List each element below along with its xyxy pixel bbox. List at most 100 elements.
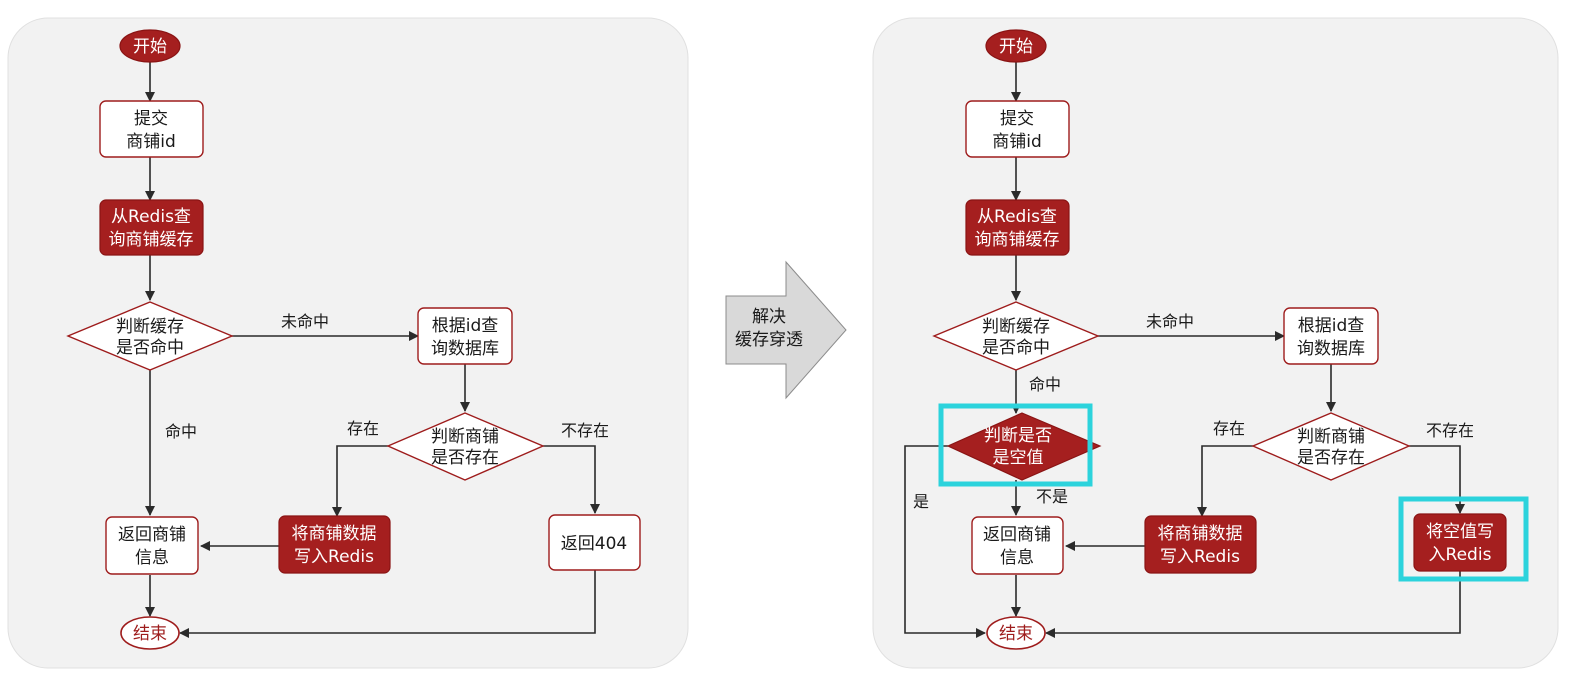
write-redis-line-2: 写入Redis bbox=[294, 547, 374, 567]
process-box-red bbox=[99, 199, 204, 256]
right-submit-node: 提交 商铺id bbox=[965, 100, 1070, 158]
decision-diamond bbox=[1251, 412, 1411, 481]
process-box-red bbox=[1413, 513, 1507, 572]
process-box-red bbox=[1144, 515, 1257, 574]
end-label: 结束 bbox=[999, 624, 1033, 644]
query-db-line-1: 根据id查 bbox=[1298, 316, 1365, 336]
start-terminal-shape bbox=[119, 29, 181, 63]
check-cache-line-1: 判断缓存 bbox=[116, 317, 184, 337]
return-404-label: 返回404 bbox=[561, 534, 627, 554]
process-box bbox=[99, 100, 204, 158]
start-label: 开始 bbox=[999, 37, 1033, 57]
left-start-node: 开始 bbox=[119, 29, 181, 63]
highlight-box-write-null bbox=[1398, 496, 1529, 582]
edge-label-exists: 存在 bbox=[347, 419, 379, 438]
submit-line-1: 提交 bbox=[1000, 109, 1034, 129]
left-end-node: 结束 bbox=[120, 616, 180, 650]
left-return-404-node: 返回404 bbox=[548, 514, 641, 571]
right-start-node: 开始 bbox=[985, 29, 1047, 63]
end-terminal-shape bbox=[120, 616, 180, 650]
process-box bbox=[548, 514, 641, 571]
query-redis-line-2: 询商铺缓存 bbox=[109, 230, 194, 250]
check-cache-line-2: 是否命中 bbox=[116, 338, 184, 358]
edge-checkshop-to-writenull bbox=[1409, 445, 1465, 514]
process-box-red bbox=[278, 515, 391, 574]
edge-label-miss: 未命中 bbox=[281, 312, 329, 331]
process-box-red bbox=[965, 199, 1070, 256]
right-check-shop-decision: 判断商铺 是否存在 bbox=[1251, 412, 1411, 481]
process-box bbox=[417, 307, 513, 365]
edge-404-to-end bbox=[179, 570, 596, 638]
check-cache-line-1: 判断缓存 bbox=[982, 317, 1050, 337]
left-check-cache-decision: 判断缓存 是否命中 bbox=[66, 301, 234, 371]
edge-writenull-to-end bbox=[1045, 571, 1461, 638]
end-terminal-shape bbox=[986, 616, 1046, 650]
query-db-line-1: 根据id查 bbox=[432, 316, 499, 336]
process-box bbox=[105, 516, 199, 575]
right-query-redis-node: 从Redis查 询商铺缓存 bbox=[965, 199, 1070, 256]
start-terminal-shape bbox=[985, 29, 1047, 63]
write-redis-line-1: 将商铺数据 bbox=[1158, 524, 1243, 544]
left-flowchart-panel: 开始 提交 商铺id 从Redis查 询商铺缓存 判断缓存 是否命中 根据id查… bbox=[7, 17, 689, 669]
right-end-node: 结束 bbox=[986, 616, 1046, 650]
query-redis-line-2: 询商铺缓存 bbox=[975, 230, 1060, 250]
right-panel-background bbox=[872, 17, 1559, 669]
left-return-info-node: 返回商铺 信息 bbox=[105, 516, 199, 575]
process-box bbox=[971, 516, 1064, 575]
edge-checkshop-to-write bbox=[1197, 445, 1253, 517]
start-label: 开始 bbox=[133, 37, 167, 57]
right-flowchart-panel: 开始 提交 商铺id 从Redis查 询商铺缓存 判断缓存 是否命中 根据id查… bbox=[872, 17, 1559, 669]
process-box bbox=[1283, 307, 1379, 365]
check-shop-line-2: 是否存在 bbox=[431, 448, 499, 468]
return-info-line-1: 返回商铺 bbox=[983, 525, 1051, 545]
edge-label-not-exists: 不存在 bbox=[561, 421, 609, 440]
decision-diamond-red bbox=[946, 412, 1102, 481]
edge-label-yes: 是 bbox=[913, 492, 929, 511]
edge-label-miss: 未命中 bbox=[1146, 312, 1194, 331]
edge-label-hit: 命中 bbox=[1029, 375, 1061, 394]
transition-arrow: 解决 缓存穿透 bbox=[725, 260, 847, 400]
query-db-line-2: 询数据库 bbox=[1297, 339, 1365, 359]
edge-checkshop-to-write bbox=[332, 445, 388, 517]
check-null-line-1: 判断是否 bbox=[984, 426, 1052, 446]
right-return-info-node: 返回商铺 信息 bbox=[971, 516, 1064, 575]
query-redis-line-1: 从Redis查 bbox=[977, 207, 1057, 227]
right-write-redis-node: 将商铺数据 写入Redis bbox=[1144, 515, 1257, 574]
return-info-line-1: 返回商铺 bbox=[118, 525, 186, 545]
right-arrow-shape bbox=[725, 260, 847, 400]
submit-line-1: 提交 bbox=[134, 109, 168, 129]
process-box bbox=[965, 100, 1070, 158]
arrow-text-line-2: 缓存穿透 bbox=[735, 330, 803, 350]
edge-label-hit: 命中 bbox=[165, 422, 197, 441]
return-info-line-2: 信息 bbox=[135, 548, 169, 568]
submit-line-2: 商铺id bbox=[126, 132, 176, 152]
query-db-line-2: 询数据库 bbox=[431, 339, 499, 359]
right-check-cache-decision: 判断缓存 是否命中 bbox=[932, 301, 1100, 371]
left-edges bbox=[145, 62, 600, 638]
left-check-shop-decision: 判断商铺 是否存在 bbox=[386, 412, 545, 481]
check-null-line-2: 是空值 bbox=[993, 448, 1044, 468]
return-info-line-2: 信息 bbox=[1000, 548, 1034, 568]
submit-line-2: 商铺id bbox=[992, 132, 1042, 152]
right-write-null-node: 将空值写 入Redis bbox=[1413, 513, 1507, 572]
decision-diamond bbox=[932, 301, 1100, 371]
query-redis-line-1: 从Redis查 bbox=[111, 207, 191, 227]
left-query-db-node: 根据id查 询数据库 bbox=[417, 307, 513, 365]
highlight-box-check-null bbox=[938, 403, 1093, 487]
write-null-line-1: 将空值写 bbox=[1426, 522, 1494, 542]
right-check-null-decision: 判断是否 是空值 bbox=[946, 412, 1102, 481]
arrow-text-line-1: 解决 bbox=[752, 307, 786, 327]
edge-label-not-exists: 不存在 bbox=[1426, 421, 1474, 440]
left-write-redis-node: 将商铺数据 写入Redis bbox=[278, 515, 391, 574]
right-query-db-node: 根据id查 询数据库 bbox=[1283, 307, 1379, 365]
decision-diamond bbox=[386, 412, 545, 481]
check-cache-line-2: 是否命中 bbox=[982, 338, 1050, 358]
write-redis-line-2: 写入Redis bbox=[1160, 547, 1240, 567]
edge-checkshop-to-404 bbox=[543, 445, 600, 514]
write-redis-line-1: 将商铺数据 bbox=[292, 524, 377, 544]
check-shop-line-1: 判断商铺 bbox=[1297, 427, 1365, 447]
check-shop-line-2: 是否存在 bbox=[1297, 448, 1365, 468]
edge-label-not-yes: 不是 bbox=[1036, 487, 1068, 506]
left-submit-node: 提交 商铺id bbox=[99, 100, 204, 158]
decision-diamond bbox=[66, 301, 234, 371]
